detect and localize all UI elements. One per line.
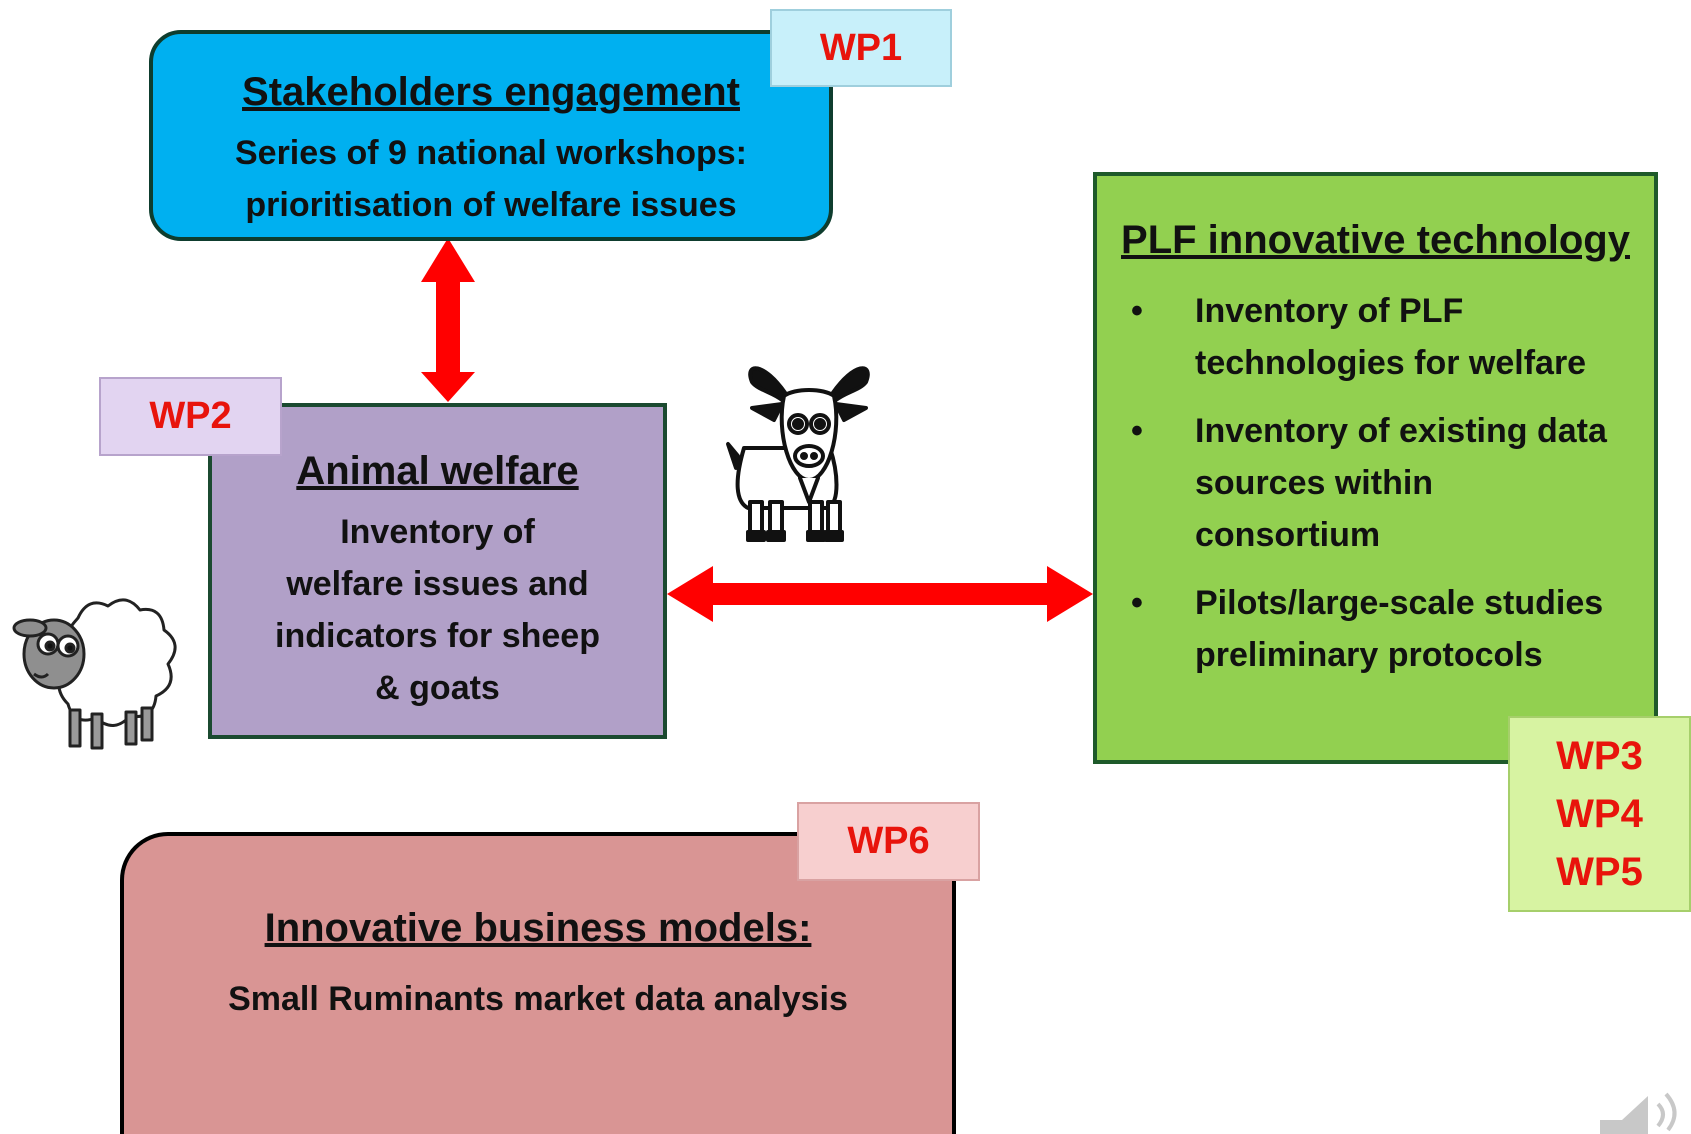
stakeholders-desc-line2: prioritisation of welfare issues bbox=[245, 186, 737, 224]
animal-welfare-box: Animal welfare Inventory of welfare issu… bbox=[208, 403, 667, 739]
wp3-wp4-wp5-tag: WP3 WP4 WP5 bbox=[1508, 716, 1691, 912]
business-models-desc: Small Ruminants market data analysis bbox=[228, 980, 848, 1018]
arrow-wp2-plf bbox=[667, 566, 1093, 622]
plf-technology-box: PLF innovative technology • Inventory of… bbox=[1093, 172, 1658, 764]
plf-item-line: technologies for welfare bbox=[1195, 344, 1587, 382]
stakeholders-engagement-box: Stakeholders engagement Series of 9 nati… bbox=[149, 30, 833, 241]
animal-welfare-desc-line2: welfare issues and bbox=[286, 565, 589, 603]
plf-list-item: • Inventory of PLF technologies for welf… bbox=[1117, 285, 1654, 389]
sheep-icon bbox=[12, 598, 177, 750]
animal-welfare-title: Animal welfare bbox=[296, 449, 579, 493]
plf-title: PLF innovative technology bbox=[1121, 218, 1630, 262]
wp6-tag: WP6 bbox=[797, 802, 980, 881]
plf-item-line: Pilots/large-scale studies bbox=[1195, 584, 1604, 622]
speaker-icon bbox=[1600, 1092, 1677, 1134]
animal-welfare-desc-line3: indicators for sheep bbox=[275, 617, 600, 655]
business-models-title: Innovative business models: bbox=[264, 906, 812, 950]
wp1-tag: WP1 bbox=[770, 9, 952, 87]
plf-item-line: preliminary protocols bbox=[1195, 636, 1543, 674]
bullet: • bbox=[1131, 292, 1143, 330]
plf-list: • Inventory of PLF technologies for welf… bbox=[1097, 285, 1654, 681]
bullet: • bbox=[1131, 412, 1143, 450]
plf-item-line: consortium bbox=[1195, 516, 1381, 554]
business-models-box: Innovative business models: Small Rumina… bbox=[120, 832, 956, 1134]
plf-list-item: • Inventory of existing data sources wit… bbox=[1117, 405, 1654, 561]
goat-icon bbox=[726, 366, 870, 542]
plf-list-item: • Pilots/large-scale studies preliminary… bbox=[1117, 577, 1654, 681]
plf-item-line: sources within bbox=[1195, 464, 1434, 502]
animal-welfare-desc-line1: Inventory of bbox=[340, 513, 535, 551]
wp3-label: WP3 bbox=[1556, 734, 1643, 778]
stakeholders-desc: Series of 9 national workshops: prioriti… bbox=[153, 127, 829, 231]
plf-item-line: Inventory of PLF bbox=[1195, 292, 1464, 330]
wp2-tag: WP2 bbox=[99, 377, 282, 456]
animal-welfare-desc: Inventory of welfare issues and indicato… bbox=[212, 506, 663, 714]
plf-item-line: Inventory of existing data bbox=[1195, 412, 1607, 450]
stakeholders-title: Stakeholders engagement bbox=[242, 70, 740, 114]
animal-welfare-desc-line4: & goats bbox=[375, 669, 500, 707]
stakeholders-desc-line1: Series of 9 national workshops: bbox=[234, 134, 747, 172]
bullet: • bbox=[1131, 584, 1143, 622]
arrow-wp1-wp2 bbox=[421, 238, 475, 402]
wp5-label: WP5 bbox=[1556, 850, 1643, 894]
wp4-label: WP4 bbox=[1556, 792, 1643, 836]
